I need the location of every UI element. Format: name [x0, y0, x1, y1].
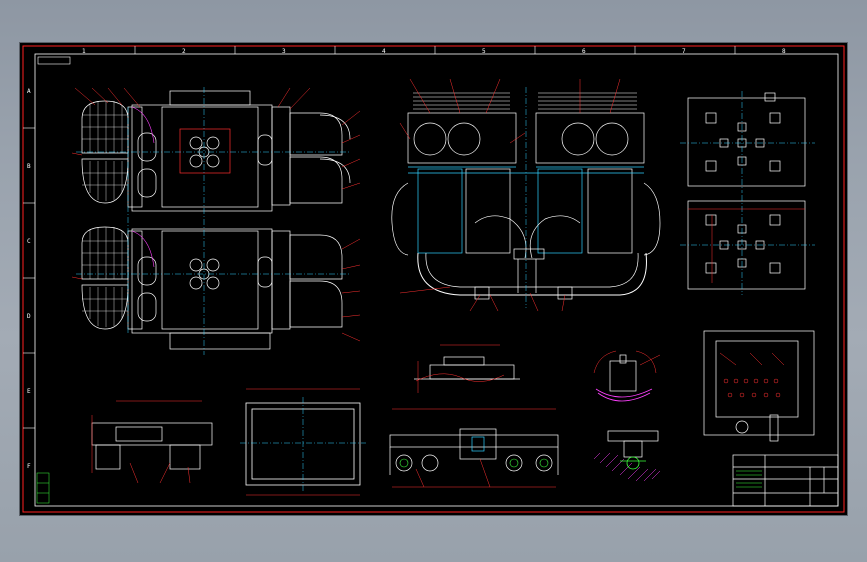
front-elevation-leaders: [399, 78, 621, 312]
section-c-red: [392, 408, 556, 488]
title-block-green: [736, 470, 762, 488]
row-mark-d: D: [27, 313, 31, 320]
column-marks: 1 2 3 4 5 6 7 8: [82, 48, 786, 55]
stamp-box: [37, 56, 71, 65]
left-plan-view: [81, 90, 351, 350]
section-b-red: [415, 344, 505, 393]
col-mark-4: 4: [382, 48, 386, 55]
detail-x-green: [620, 456, 646, 470]
col-mark-1: 1: [82, 48, 86, 55]
detail-bottom-left: [91, 422, 213, 470]
front-elevation: [391, 92, 661, 300]
detail-vii-hatch: [595, 388, 653, 402]
col-mark-7: 7: [682, 48, 686, 55]
row-mark-b: B: [27, 163, 31, 170]
detail-x: [607, 430, 659, 458]
left-plan-magenta: [131, 106, 155, 268]
row-mark-f: F: [27, 463, 31, 470]
front-elevation-cyan: [408, 87, 644, 308]
detail-vii: [609, 354, 637, 392]
detail-vii-red: [593, 350, 661, 374]
zone-ticks: [23, 46, 736, 429]
col-mark-6: 6: [582, 48, 586, 55]
row-mark-a: A: [27, 88, 31, 95]
outer-frame: [22, 45, 845, 513]
row-marks: A B C D E F: [27, 88, 31, 470]
row-mark-e: E: [27, 388, 31, 395]
detail-e-markers: [719, 352, 785, 398]
inner-frame: [34, 53, 839, 507]
col-mark-3: 3: [282, 48, 286, 55]
cad-drawing: 1 2 3 4 5 6 7 8 A B C D E F: [22, 45, 845, 513]
left-plan-centerlines: [76, 87, 350, 355]
detail-bottom-left-red: [91, 400, 202, 484]
section-c: [389, 428, 559, 475]
drawing-sheet: 1 2 3 4 5 6 7 8 A B C D E F: [20, 43, 847, 515]
right-views-dims: [688, 208, 805, 283]
right-views: [687, 92, 806, 290]
section-b: [414, 356, 520, 380]
title-block: [732, 454, 839, 507]
detail-e: [703, 330, 815, 442]
plate-view-centerlines: [240, 397, 366, 491]
small-table: [36, 472, 50, 504]
col-mark-5: 5: [482, 48, 486, 55]
plate-view-dims: [246, 388, 360, 496]
col-mark-2: 2: [182, 48, 186, 55]
left-plan-leaders: [71, 87, 361, 342]
right-views-centerlines: [680, 91, 815, 295]
col-mark-8: 8: [782, 48, 786, 55]
row-mark-c: C: [27, 238, 31, 245]
section-c-green: [399, 458, 549, 468]
